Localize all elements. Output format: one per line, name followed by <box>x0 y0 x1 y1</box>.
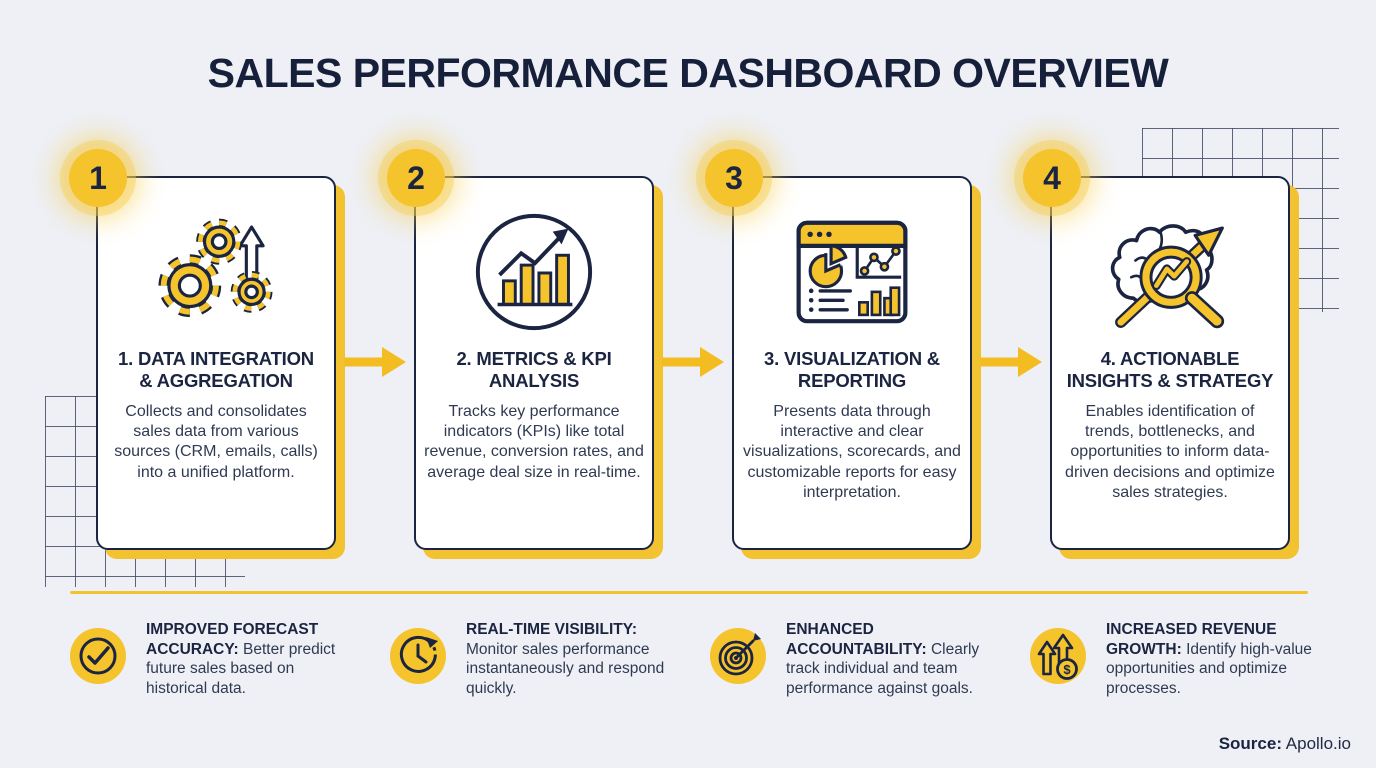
step-description: Enables identification of trends, bottle… <box>1065 402 1275 501</box>
benefit-revenue-growth: $ INCREASED REVENUE GROWTH: Identify hig… <box>1030 620 1330 699</box>
benefit-heading: REAL-TIME VISIBILITY: <box>466 621 638 638</box>
source-label: Source: <box>1218 734 1282 753</box>
step-card-metrics-kpi: 2. METRICS & KPI ANALYSIS Tracks key per… <box>414 176 654 550</box>
step-card-data-integration: 1. DATA INTEGRATION & AGGREGATION Collec… <box>96 176 336 550</box>
dashboard-report-icon <box>784 202 920 342</box>
benefit-heading: ENHANCED ACCOUNTABILITY: <box>786 621 927 658</box>
checkmark-circle-icon <box>70 628 126 684</box>
source-value: Apollo.io <box>1282 734 1351 753</box>
right-arrow-icon <box>342 341 408 383</box>
revenue-growth-icon: $ <box>1030 628 1086 684</box>
step-description: Tracks key performance indicators (KPIs)… <box>424 402 644 481</box>
step-number-badge: 1 <box>69 149 127 207</box>
benefit-text: INCREASED REVENUE GROWTH: Identify high-… <box>1106 620 1314 699</box>
benefit-body: Better predict future sales based on his… <box>146 640 336 698</box>
benefit-text: ENHANCED ACCOUNTABILITY: Clearly track i… <box>786 620 994 699</box>
step-heading: 2. METRICS & KPI ANALYSIS <box>456 348 612 391</box>
step-number-badge: 3 <box>705 149 763 207</box>
benefit-enhanced-accountability: ENHANCED ACCOUNTABILITY: Clearly track i… <box>710 620 1010 699</box>
benefit-real-time-visibility: REAL-TIME VISIBILITY: Monitor sales perf… <box>390 620 690 699</box>
step-description: Collects and consolidates sales data fro… <box>114 402 318 481</box>
brain-magnifier-arrow-icon <box>1102 202 1238 342</box>
bar-chart-growth-icon <box>470 202 598 342</box>
gears-up-arrow-icon <box>148 202 284 342</box>
benefit-text: IMPROVED FORECAST ACCURACY: Better predi… <box>146 620 354 699</box>
source-attribution: Source: Apollo.io <box>1219 734 1351 754</box>
step-number-badge: 2 <box>387 149 445 207</box>
benefit-text: REAL-TIME VISIBILITY: Monitor sales perf… <box>466 620 674 699</box>
right-arrow-icon <box>978 341 1044 383</box>
step-heading: 3. VISUALIZATION & REPORTING <box>764 348 940 391</box>
dollar-glyph: $ <box>1063 662 1071 677</box>
step-heading: 1. DATA INTEGRATION & AGGREGATION <box>118 348 314 391</box>
step-card-visualization: 3. VISUALIZATION & REPORTING Presents da… <box>732 176 972 550</box>
target-bullseye-icon <box>710 628 766 684</box>
benefit-body: Identify high-value opportunities and op… <box>1106 640 1312 698</box>
benefit-forecast-accuracy: IMPROVED FORECAST ACCURACY: Better predi… <box>70 620 370 699</box>
benefit-heading: IMPROVED FORECAST ACCURACY: <box>146 621 319 658</box>
benefit-heading: INCREASED REVENUE GROWTH: <box>1106 621 1277 658</box>
section-divider <box>70 591 1308 594</box>
page-title: SALES PERFORMANCE DASHBOARD OVERVIEW <box>207 50 1169 96</box>
step-number-badge: 4 <box>1023 149 1081 207</box>
benefit-body: Monitor sales performance instantaneousl… <box>466 640 665 698</box>
right-arrow-icon <box>660 341 726 383</box>
step-heading: 4. ACTIONABLE INSIGHTS & STRATEGY <box>1066 348 1274 391</box>
step-description: Presents data through interactive and cl… <box>743 402 961 501</box>
benefit-body: Clearly track individual and team perfor… <box>786 640 980 698</box>
step-card-insights: 4. ACTIONABLE INSIGHTS & STRATEGY Enable… <box>1050 176 1290 550</box>
real-time-clock-icon <box>390 628 446 684</box>
